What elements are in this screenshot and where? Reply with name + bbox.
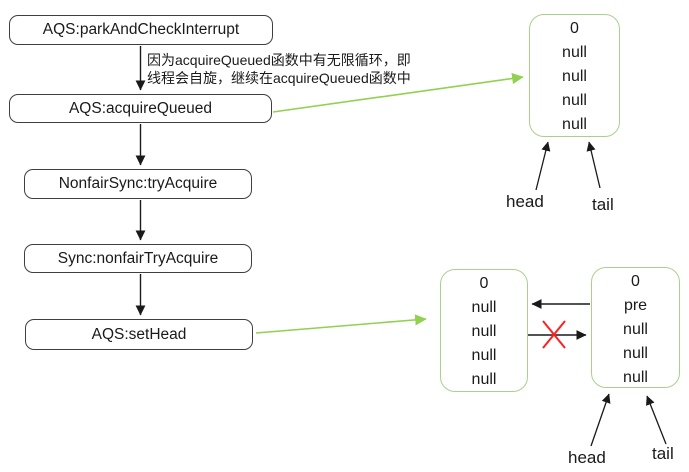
flow-node-acquire-queued: AQS:acquireQueued (9, 94, 272, 123)
tail-label-top: tail (592, 195, 614, 214)
tail-pointer-arrow-top (586, 141, 601, 189)
node-field: null (623, 345, 648, 362)
head-pointer-arrow-top (535, 141, 551, 191)
node-field: null (471, 323, 497, 340)
node-field: null (562, 116, 587, 133)
flow-node-nonfairsync-try-acquire: NonfairSync:tryAcquire (24, 169, 252, 199)
node-field: null (623, 369, 648, 386)
node-field: null (562, 92, 587, 109)
flow-node-sync-nonfair-try-acquire: Sync:nonfairTryAcquire (24, 244, 252, 273)
bottom-right-queue-node: 0 pre null null null (591, 267, 680, 388)
node-field: null (471, 347, 497, 364)
loop-annotation-line2: 线程会自旋，继续在acquireQueued函数中 (147, 70, 411, 86)
node-field: pre (623, 297, 648, 314)
green-arrow-sethead-to-queue (255, 314, 427, 334)
loop-annotation-line1: 因为acquireQueued函数中有无限循环，即 (147, 52, 411, 68)
node-field: null (471, 371, 497, 388)
head-pointer-arrow-bottom (590, 393, 611, 447)
head-label-top: head (506, 192, 544, 211)
node-field: null (562, 68, 587, 85)
node-field: 0 (479, 275, 489, 292)
tail-pointer-arrow-bottom (645, 395, 667, 445)
node-field: null (471, 299, 497, 316)
red-cross-icon (542, 320, 566, 349)
loop-annotation: 因为acquireQueued函数中有无限循环，即 线程会自旋，继续在acqui… (147, 51, 411, 87)
node-field: null (562, 44, 587, 61)
tail-label-bottom: tail (652, 444, 674, 463)
flow-node-set-head: AQS:setHead (25, 319, 253, 350)
bottom-left-queue-node: 0 null null null null (440, 269, 528, 392)
node-field: 0 (570, 20, 579, 37)
flow-node-park-and-check-interrupt: AQS:parkAndCheckInterrupt (9, 15, 273, 45)
node-field: 0 (631, 273, 640, 290)
top-queue-node: 0 null null null null (529, 14, 620, 137)
node-field: null (623, 321, 648, 338)
head-label-bottom: head (568, 448, 606, 467)
